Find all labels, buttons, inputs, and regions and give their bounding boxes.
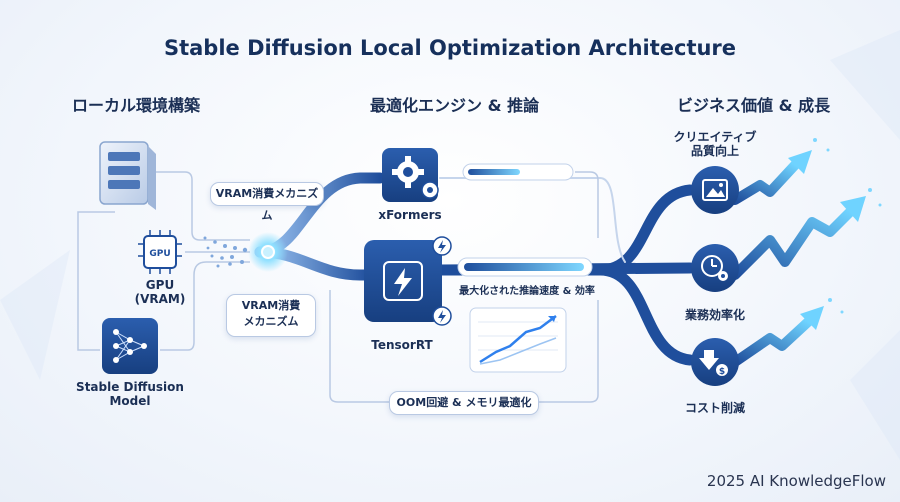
growth-arrow-bottom <box>730 317 813 367</box>
creative-label-line2: 品質向上 <box>690 144 739 158</box>
page-title: Stable Diffusion Local Optimization Arch… <box>163 36 737 60</box>
section-local-environment: ローカル環境構築 <box>72 96 201 115</box>
line-chart-icon <box>469 307 567 373</box>
vram-callout-line1: VRAM消費 <box>241 299 301 312</box>
vram-callout-line2: メカニズム <box>243 315 299 328</box>
clock-gear-icon <box>701 255 728 281</box>
xformers-label: xFormers <box>378 208 442 222</box>
speed-efficiency-label: 最大化された推論速度 & 効率 <box>459 286 595 297</box>
arrow-heads <box>788 150 866 330</box>
down-arrow-dollar-icon: $ <box>699 350 728 377</box>
xformers-progress-bar <box>462 163 574 181</box>
gear-icon <box>392 156 424 188</box>
oom-optimization-callout: OOM回避 & メモリ最適化 <box>389 391 539 415</box>
creative-quality-label: クリエイティブ 品質向上 <box>660 130 770 158</box>
vram-mechanism-callout-top: VRAM消費メカニズム <box>210 182 324 222</box>
growth-arrow-top <box>730 160 800 205</box>
gpu-label-line1: GPU <box>145 278 175 292</box>
creative-quality-node <box>691 166 739 214</box>
background-decoration <box>0 30 900 460</box>
model-label-line2: Model <box>109 394 151 408</box>
growth-arrows <box>730 160 855 367</box>
cost-reduction-label: コスト削減 <box>684 401 745 415</box>
neural-network-icon <box>102 318 158 374</box>
image-icon <box>702 179 728 201</box>
vram-mechanism-callout-bottom: VRAM消費 メカニズム <box>226 294 316 337</box>
gpu-chip-icon: GPU <box>138 230 182 274</box>
sparkle-dots <box>813 138 882 314</box>
lightning-chip-icon <box>383 261 423 301</box>
gpu-label-line2: (VRAM) <box>134 292 186 306</box>
middle-connectors <box>329 171 599 403</box>
section-business-value: ビジネス価値 & 成長 <box>677 96 831 115</box>
svg-text:$: $ <box>719 367 725 377</box>
footer-credit: 2025 AI KnowledgeFlow <box>706 472 886 490</box>
creative-label-line1: クリエイティブ <box>673 130 757 144</box>
server-rack-icon <box>99 141 156 210</box>
left-connectors <box>77 171 250 351</box>
efficiency-label: 業務効率化 <box>684 308 745 322</box>
tensorrt-label: TensorRT <box>371 338 433 352</box>
particle-dots <box>203 236 248 268</box>
model-label: Stable Diffusion Model <box>70 380 190 408</box>
section-optimization-engine: 最適化エンジン & 推論 <box>370 96 540 115</box>
efficiency-node <box>691 244 739 292</box>
gpu-chip-label: GPU <box>149 249 170 259</box>
cost-reduction-node: $ <box>691 338 739 386</box>
model-label-line1: Stable Diffusion <box>76 380 184 394</box>
tensorrt-node <box>364 236 452 326</box>
gpu-label: GPU (VRAM) <box>120 278 200 306</box>
speed-bar <box>457 257 593 277</box>
xformers-node <box>382 148 439 202</box>
growth-arrow-middle <box>730 207 855 280</box>
